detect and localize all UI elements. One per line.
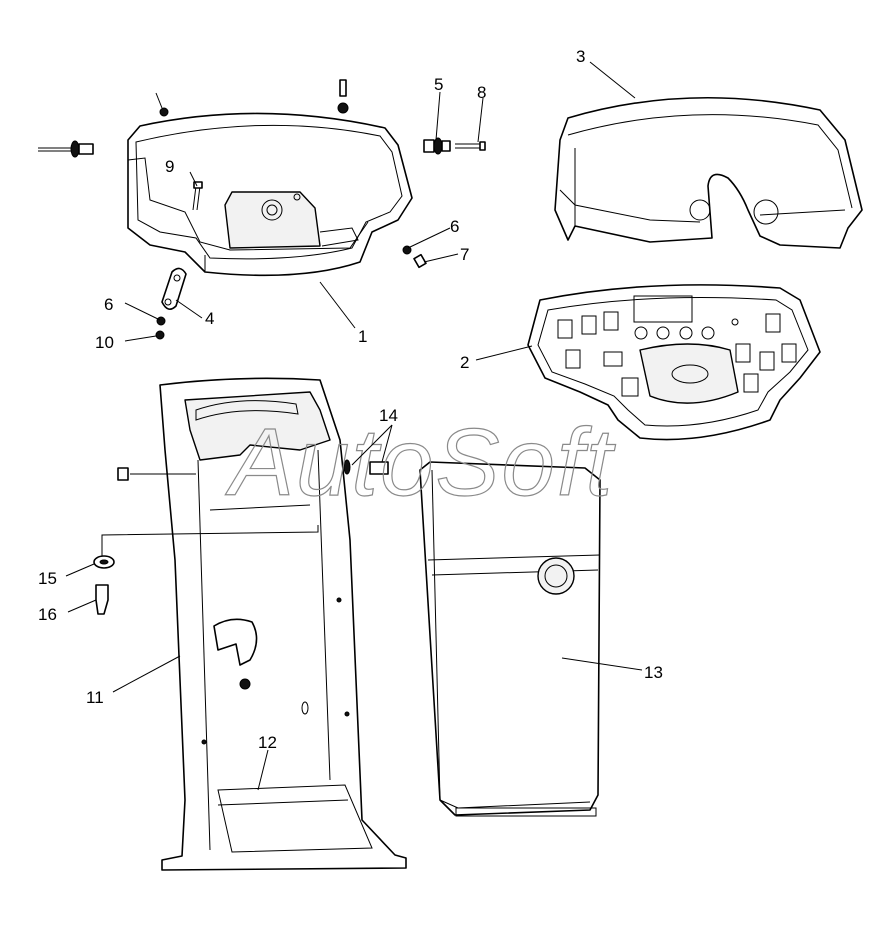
callout-13: 13 xyxy=(644,663,663,682)
callout-7: 7 xyxy=(460,245,469,264)
leader-lines xyxy=(65,61,643,791)
part-3-top-cover xyxy=(554,96,863,249)
callout-14: 14 xyxy=(379,406,398,425)
part-2-instrument-panel xyxy=(527,284,821,441)
callout-4: 4 xyxy=(205,309,214,328)
part-13-front-cover xyxy=(419,461,601,817)
callout-11: 11 xyxy=(86,688,104,707)
callout-10: 10 xyxy=(95,333,114,352)
callout-2: 2 xyxy=(460,353,469,372)
callout-9: 9 xyxy=(165,157,174,176)
callout-3: 3 xyxy=(576,47,585,66)
callout-16: 16 xyxy=(38,605,57,624)
callout-6-right: 6 xyxy=(450,217,459,236)
watermark-text: AutoSoft xyxy=(225,409,616,516)
fasteners-part-1 xyxy=(38,79,486,340)
callout-6-left: 6 xyxy=(104,295,113,314)
callout-12: 12 xyxy=(258,733,277,752)
callout-labels: 3 5 8 9 6 7 6 4 10 1 2 14 15 16 11 12 13 xyxy=(38,47,663,752)
part-11-column-housing xyxy=(93,377,407,871)
callout-1: 1 xyxy=(358,327,367,346)
callout-15: 15 xyxy=(38,569,57,588)
callout-5: 5 xyxy=(434,75,443,94)
callout-8: 8 xyxy=(477,83,486,102)
part-1-instrument-housing xyxy=(127,112,413,277)
